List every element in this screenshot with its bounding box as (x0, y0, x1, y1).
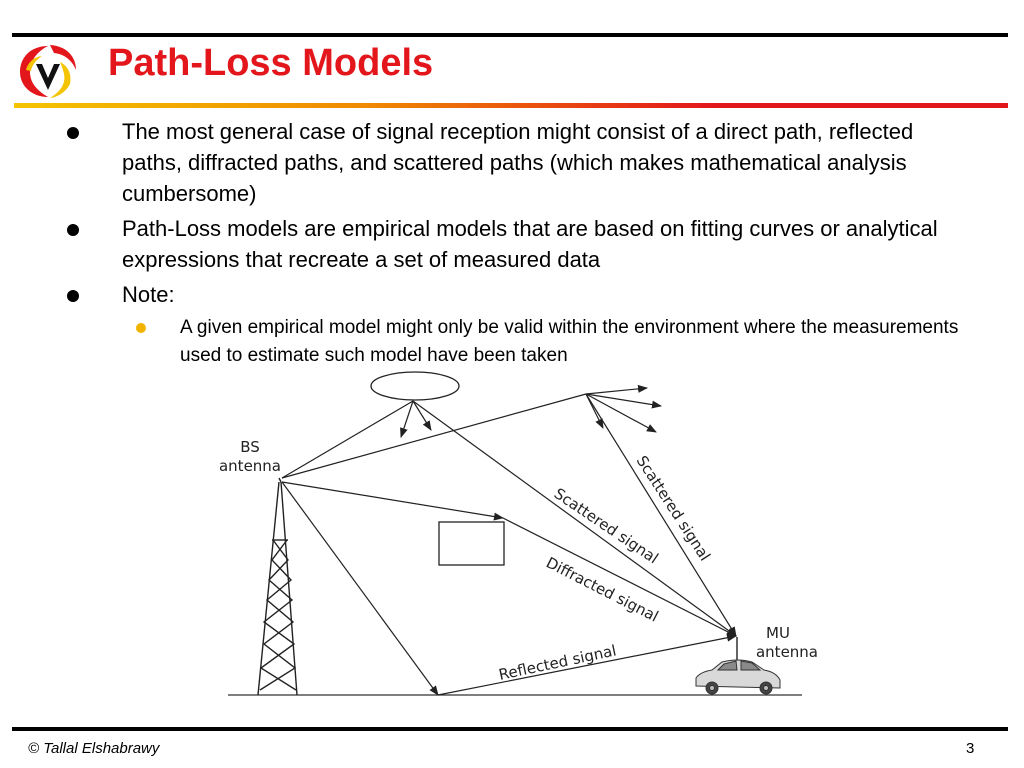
ray-to-obstacle (281, 481, 504, 521)
university-logo (20, 45, 76, 98)
bullet-list: The most general case of signal receptio… (0, 116, 1024, 370)
diffracted-ray (502, 517, 737, 637)
bullet-text: Path-Loss models are empirical models th… (122, 216, 938, 272)
bs-tower (257, 477, 298, 696)
scattered-ray-1 (412, 400, 737, 637)
sub-bullet-item: A given empirical model might only be va… (0, 314, 1024, 370)
car-icon (695, 659, 781, 695)
bullet-item: The most general case of signal receptio… (0, 116, 1024, 209)
scatterer-cloud (370, 371, 460, 401)
title-underline (14, 103, 1008, 108)
bs-label-line1: BS (240, 438, 260, 456)
ray-to-scatterer (281, 400, 414, 479)
propagation-diagram: BS antenna MU antenna Scattered signal S… (219, 371, 818, 696)
footer-copyright: © Tallal Elshabrawy (28, 740, 160, 757)
scattered-ray-2 (585, 393, 737, 637)
obstacle-box (438, 521, 505, 566)
bullet-text: Note: (122, 282, 175, 307)
bs-label-line2: antenna (219, 457, 281, 475)
bullet-dot-icon (67, 290, 79, 302)
bullet-dot-icon (67, 224, 79, 236)
page-number: 3 (966, 740, 975, 757)
mu-label-line1: MU (766, 624, 790, 642)
sub-bullet-dot-icon (136, 323, 146, 333)
bullet-text: The most general case of signal receptio… (122, 119, 914, 206)
mu-label-line2: antenna (756, 643, 818, 661)
top-rule (12, 33, 1008, 37)
bullet-item: Path-Loss models are empirical models th… (0, 213, 1024, 275)
reflected-ray (437, 633, 737, 696)
scattered-signal-label-1: Scattered signal (551, 484, 662, 567)
ray-to-ground (281, 481, 439, 696)
bullet-item: Note: (0, 279, 1024, 310)
ray-to-top-right (281, 393, 587, 479)
bullet-dot-icon (67, 127, 79, 139)
slide-title: Path-Loss Models (108, 42, 434, 84)
ray-paths (281, 384, 737, 696)
sub-bullet-text: A given empirical model might only be va… (180, 317, 959, 366)
bottom-rule (12, 727, 1008, 731)
reflected-signal-label: Reflected signal (497, 641, 618, 683)
